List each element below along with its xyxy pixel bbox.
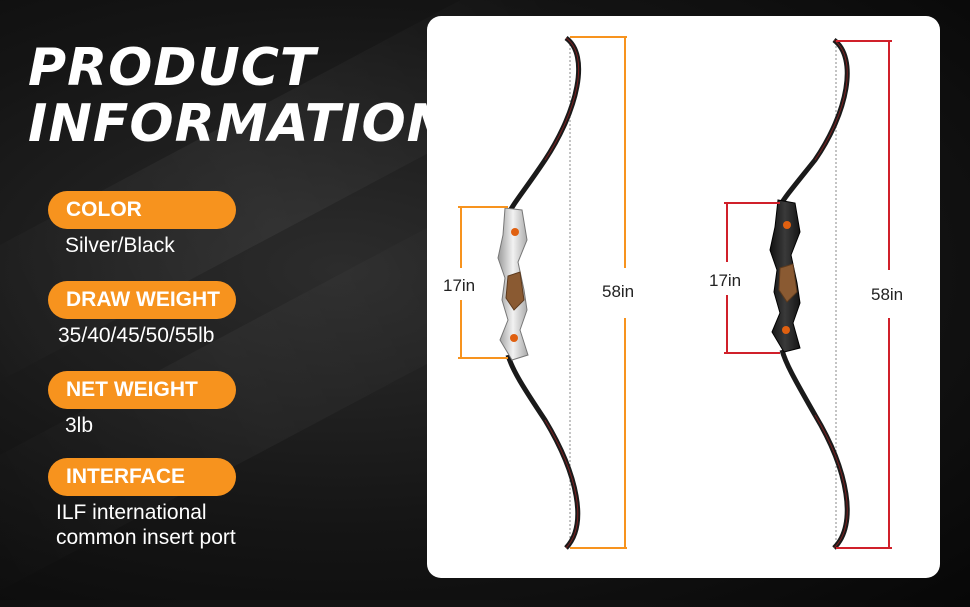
riser-bolt [510, 334, 518, 342]
black-riser-length-label: 17in [709, 271, 742, 290]
wood-grip [778, 263, 798, 303]
interface-label-badge: INTERFACE [48, 458, 236, 496]
interface-value-line1: ILF international [56, 501, 207, 524]
lower-limb [505, 354, 581, 550]
riser-bolt [783, 221, 791, 229]
lower-limb [779, 349, 850, 550]
riser-bolt [782, 326, 790, 334]
silver-bow-dimensions [458, 36, 627, 549]
net-weight-value: 3lb [65, 414, 94, 437]
limb-accent [544, 37, 580, 161]
limb-accent [814, 39, 848, 161]
limb-accent [814, 414, 848, 549]
upper-limb [777, 38, 850, 208]
upper-limb [505, 35, 582, 217]
draw-weight-label-badge: DRAW WEIGHT [48, 281, 236, 319]
silver-bow-length-label: 58in [602, 282, 635, 301]
limb-accent [544, 419, 579, 549]
page-title: PRODUCT [28, 38, 317, 98]
black-bow-dimensions [724, 40, 892, 549]
page-title: INFORMATION [28, 94, 452, 154]
riser-bolt [511, 228, 519, 236]
black-bow-length-label: 58in [871, 285, 904, 304]
wood-grip [505, 271, 525, 311]
color-label-badge: COLOR [48, 191, 236, 229]
silver-bow [497, 35, 582, 550]
net-weight-label-badge: NET WEIGHT [48, 371, 236, 409]
silver-riser-length-label: 17in [443, 276, 476, 295]
interface-value-line2: common insert port [56, 526, 236, 549]
black-bow [769, 38, 850, 550]
draw-weight-value: 35/40/45/50/55lb [58, 324, 215, 347]
color-value: Silver/Black [65, 234, 175, 257]
